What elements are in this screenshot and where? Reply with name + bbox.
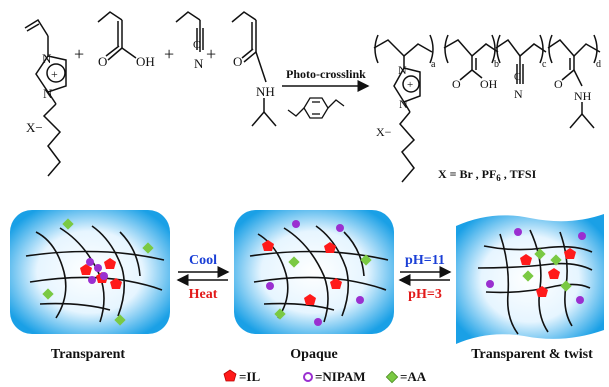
atom-n: N — [42, 51, 52, 66]
plus-sign: + — [164, 44, 174, 64]
subscript-b: b — [494, 59, 499, 70]
transition-thermal: Cool Heat — [176, 253, 230, 302]
atom-oh: OH — [136, 54, 155, 69]
step-label: Photo-crosslink — [286, 67, 366, 81]
aa-marker — [560, 280, 572, 292]
transition-heat: Heat — [189, 287, 218, 302]
atom-c: C — [514, 72, 521, 83]
atom-nh: NH — [574, 89, 592, 103]
nipam-marker — [486, 280, 494, 288]
il-marker — [324, 242, 336, 253]
atom-n: N — [194, 56, 204, 71]
atom-nh: NH — [256, 84, 275, 99]
il-marker — [520, 254, 532, 265]
counterion-label: X− — [376, 125, 392, 139]
aa-marker — [534, 248, 546, 260]
monomer-ionic-liquid-labels: N N + X− — [26, 51, 58, 135]
monomer-nipam — [231, 11, 277, 127]
il-marker — [104, 258, 116, 269]
nipam-marker — [88, 276, 96, 284]
state-label-transparent-twist: Transparent & twist — [471, 347, 593, 362]
aa-marker — [522, 270, 534, 282]
subscript-d: d — [596, 59, 601, 70]
nipam-marker — [514, 228, 522, 236]
aa-marker — [550, 254, 562, 266]
gel-panel-opaque: Opaque — [234, 210, 394, 362]
nipam-marker — [336, 224, 344, 232]
plus-sign: + — [74, 44, 84, 64]
nipam-marker — [94, 264, 102, 272]
state-label-transparent: Transparent — [51, 347, 125, 362]
transition-cool: Cool — [189, 253, 217, 268]
il-marker — [304, 294, 316, 305]
aa-marker — [142, 242, 154, 254]
transition-ph-low: pH=3 — [408, 287, 442, 302]
transition-ph-high: pH=11 — [405, 253, 445, 268]
atom-c: C — [193, 39, 200, 51]
legend: =IL =NIPAM =AA — [223, 369, 427, 384]
il-marker — [548, 268, 560, 279]
atom-n: N — [399, 97, 408, 111]
atom-o: O — [98, 54, 107, 69]
il-marker — [564, 248, 576, 259]
il-marker — [262, 240, 274, 251]
aa-marker — [274, 308, 286, 320]
nipam-marker — [266, 282, 274, 290]
aa-marker — [42, 288, 54, 300]
nipam-marker — [576, 296, 584, 304]
aa-marker — [288, 256, 300, 268]
atom-o: O — [233, 54, 242, 69]
legend-nipam: =NIPAM — [315, 369, 366, 384]
il-marker — [330, 278, 342, 289]
nipam-marker — [356, 296, 364, 304]
transition-ph: pH=11 pH=3 — [398, 253, 452, 302]
reaction-scheme: N N + X− + O OH + C N — [24, 11, 601, 183]
polymer-product — [373, 34, 601, 183]
state-label-opaque: Opaque — [290, 347, 337, 362]
marker-group — [42, 218, 154, 326]
crosslinker-divinylbenzene — [287, 97, 345, 119]
gel-panel-transparent: Transparent — [10, 210, 170, 362]
monomer-acrylic-acid — [97, 11, 137, 61]
atom-o: O — [452, 77, 461, 91]
cation-charge: + — [407, 79, 413, 91]
polymer-product-labels: N N + X− a b c d O OH C N O NH — [376, 59, 601, 139]
plus-sign: + — [206, 44, 216, 64]
marker-group — [486, 228, 586, 304]
cation-charge: + — [51, 67, 58, 81]
aa-icon — [385, 370, 399, 384]
il-marker — [536, 286, 548, 297]
atom-o: O — [554, 77, 563, 91]
counterion-label: X− — [26, 120, 43, 135]
subscript-c: c — [542, 59, 547, 70]
atom-n: N — [398, 63, 407, 77]
atom-n: N — [514, 87, 523, 101]
gel-panel-transparent-twist: Transparent & twist — [456, 214, 604, 362]
il-marker — [80, 264, 92, 275]
monomer-ionic-liquid — [24, 18, 67, 177]
nipam-marker — [86, 258, 94, 266]
aa-marker — [360, 254, 372, 266]
nipam-icon — [303, 372, 313, 382]
legend-il: =IL — [239, 369, 260, 384]
il-icon — [223, 369, 237, 382]
il-marker — [110, 278, 122, 289]
atom-oh: OH — [480, 77, 498, 91]
monomer-acrylonitrile — [175, 11, 204, 52]
legend-aa: =AA — [400, 369, 427, 384]
subscript-a: a — [431, 59, 436, 70]
nipam-marker — [292, 220, 300, 228]
nipam-marker — [314, 318, 322, 326]
nipam-marker — [100, 272, 108, 280]
marker-group — [262, 220, 372, 326]
gel-glow — [234, 210, 394, 334]
nipam-marker — [578, 232, 586, 240]
atom-n: N — [43, 86, 53, 101]
x-definition: X = Br , PF6 , TFSI — [438, 167, 537, 183]
